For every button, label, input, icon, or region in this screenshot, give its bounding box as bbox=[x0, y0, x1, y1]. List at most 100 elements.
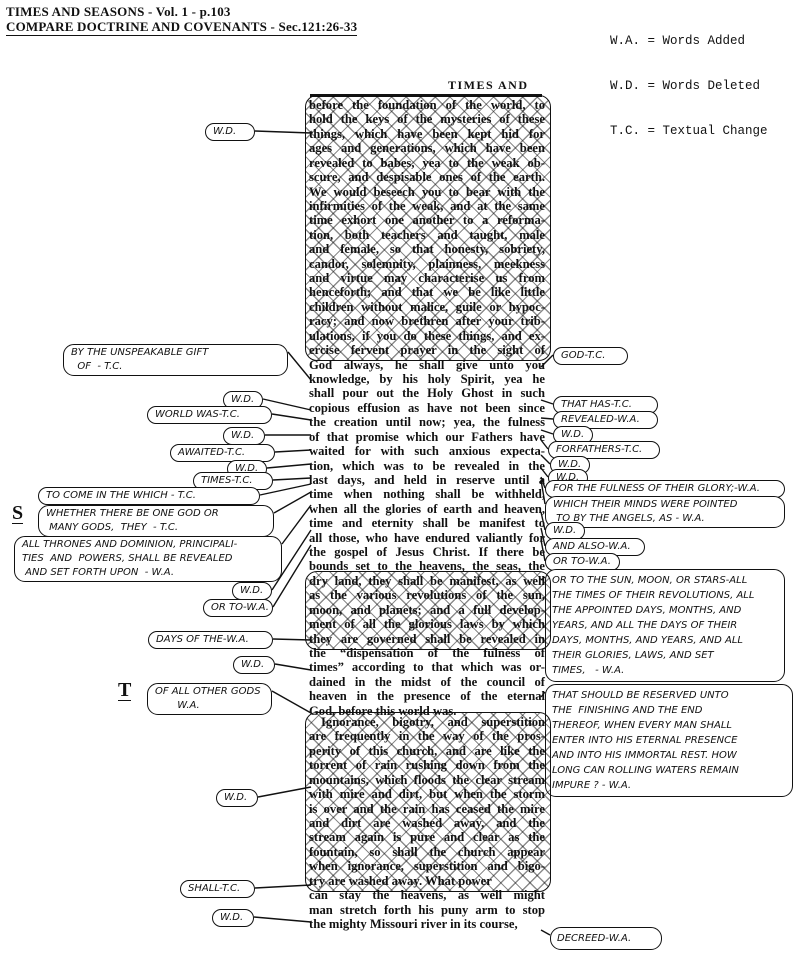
legend-item: T.C. = Textual Change bbox=[610, 124, 768, 138]
leader-line bbox=[540, 539, 546, 562]
text-line: and virtue may characterise us from bbox=[309, 271, 545, 286]
text-line: when ignorance, superstition and bigo- bbox=[309, 859, 545, 874]
annotation-bubble-left: W.D. bbox=[205, 123, 255, 141]
leader-line bbox=[262, 398, 312, 411]
annotation-bubble-left: OF ALL OTHER GODS W.A. bbox=[147, 683, 272, 715]
text-line: tion, which was to be revealed in the bbox=[309, 458, 545, 473]
text-line: ulations, if you do these things, and ex… bbox=[309, 328, 545, 343]
leader-line bbox=[254, 130, 312, 134]
annotation-bubble-left: TO COME IN THE WHICH - T.C. bbox=[38, 487, 260, 505]
margin-letter-t: T bbox=[118, 679, 132, 701]
text-line: as the various revolutions of the sun, bbox=[309, 588, 545, 603]
deleted-passage-crosshatch bbox=[305, 712, 551, 892]
text-line: henceforth; and that we be like little bbox=[309, 285, 545, 300]
text-line: and female, so that honesty, sobriety, bbox=[309, 242, 545, 257]
text-line: torrent of rain rushing down from the bbox=[309, 758, 545, 773]
text-line: are frequently in the way of the pros- bbox=[309, 729, 545, 744]
text-line: ment of all the glorious laws by which bbox=[309, 617, 545, 632]
leader-line bbox=[271, 690, 312, 714]
text-line: the mighty Missouri river in its course, bbox=[309, 916, 518, 931]
text-line: heaven in the presence of the eternal bbox=[309, 689, 545, 704]
leader-line bbox=[540, 354, 554, 368]
text-line: of that promise which our Fathers have bbox=[309, 429, 545, 444]
text-line: moon, and planets; and a full develop- bbox=[309, 602, 545, 617]
text-line: man stretch forth his puny arm to stop bbox=[309, 902, 545, 917]
text-line: tion, both teachers and taught, male bbox=[309, 227, 545, 242]
leader-line bbox=[540, 511, 546, 531]
text-line: dry land, they shall be manifest, as wel… bbox=[309, 573, 545, 588]
legend-item: W.A. = Words Added bbox=[610, 34, 746, 48]
text-line: fountain, so shall the church appear bbox=[309, 844, 545, 859]
text-line: last days, and held in reserve until a bbox=[309, 472, 545, 487]
header-title: TIMES AND SEASONS - Vol. 1 - p.103 bbox=[6, 4, 231, 19]
annotation-bubble-left: SHALL-T.C. bbox=[180, 880, 255, 898]
text-line: God always, he shall give unto you bbox=[309, 357, 545, 372]
text-line: scure, and despisable ones of the earth. bbox=[309, 170, 545, 185]
text-line: is over and the rain has ceased the mire bbox=[309, 801, 545, 816]
annotation-bubble-left: BY THE UNSPEAKABLE GIFT OF - T.C. bbox=[63, 344, 288, 376]
text-line: the creation until now; yea, the fulness bbox=[309, 415, 545, 430]
text-line: knowledge, by his holy Spirit, yea he bbox=[309, 371, 545, 386]
annotation-bubble-left: DAYS OF THE-W.A. bbox=[148, 631, 273, 649]
annotation-bubble-right: WHICH THEIR MINDS WERE POINTED TO BY THE… bbox=[545, 496, 785, 528]
annotation-bubble-left: OR TO-W.A. bbox=[203, 599, 273, 617]
legend-item: W.D. = Words Deleted bbox=[610, 79, 761, 93]
text-line: ercise fervent prayer in the sight of bbox=[309, 343, 545, 358]
annotation-bubble-left: W.D. bbox=[223, 427, 265, 445]
annotation-bubble-right: OR TO THE SUN, MOON, OR STARS-ALL THE TI… bbox=[545, 569, 785, 682]
leader-line bbox=[273, 491, 312, 514]
leader-line bbox=[274, 663, 312, 671]
text-line: revealed to babes, yea to the weak ob- bbox=[309, 155, 545, 170]
deleted-passage-crosshatch bbox=[305, 570, 551, 650]
leader-line bbox=[540, 429, 554, 435]
running-head: TIMES AND bbox=[448, 78, 529, 92]
leader-line bbox=[271, 413, 312, 421]
leader-line bbox=[540, 454, 551, 465]
text-line: hold the keys of the mysteries of these bbox=[309, 112, 545, 127]
leader-line bbox=[540, 929, 551, 936]
text-line: time when nothing shall be withheld, bbox=[309, 487, 545, 502]
leader-line bbox=[272, 544, 312, 608]
text-line: and dirt are washed away, and the bbox=[309, 816, 545, 830]
text-line: shall pour out the Holy Ghost in such bbox=[309, 386, 545, 401]
leader-line bbox=[254, 884, 312, 889]
margin-letter-s: S bbox=[12, 502, 24, 524]
leader-line bbox=[271, 529, 312, 591]
leader-line bbox=[540, 479, 546, 505]
document-header: TIMES AND SEASONS - Vol. 1 - p.103 COMPA… bbox=[6, 4, 358, 36]
leader-line bbox=[540, 439, 549, 450]
leader-line bbox=[257, 786, 312, 798]
leader-line bbox=[272, 477, 312, 481]
leader-line bbox=[266, 463, 312, 469]
leader-line bbox=[540, 691, 546, 698]
annotation-bubble-right: DECREED-W.A. bbox=[550, 927, 662, 950]
annotation-bubble-right: THAT SHOULD BE RESERVED UNTO THE FINISHI… bbox=[545, 684, 793, 797]
leader-line bbox=[540, 527, 546, 547]
annotation-bubble-left: WHETHER THERE BE ONE GOD OR MANY GODS, T… bbox=[38, 505, 274, 537]
text-line: ages and generations, which have been bbox=[309, 141, 545, 156]
text-line: perity of this church, and are like the bbox=[309, 743, 545, 758]
text-line: infirmities of the weak, and at the same bbox=[309, 198, 545, 213]
annotation-bubble-left: W.D. bbox=[233, 656, 275, 674]
text-line: time exhort one another to a reforma- bbox=[309, 213, 545, 228]
text-line: candor, solemnity, plainness, meekness bbox=[309, 256, 545, 271]
text-line: mountains, which floods the clear stream bbox=[309, 772, 545, 787]
text-line: Ignorance, bigotry, and superstition bbox=[321, 715, 545, 730]
text-line: can stay the heavens, as well might bbox=[309, 888, 545, 903]
leader-line bbox=[272, 638, 312, 641]
annotation-bubble-left: ALL THRONES AND DOMINION, PRINCIPALI- TI… bbox=[14, 536, 282, 582]
leader-line bbox=[540, 399, 554, 405]
text-line: they are governed shall be revealed in bbox=[309, 631, 545, 646]
leader-line bbox=[540, 476, 546, 489]
text-line: all those, who have endured valiantly fo… bbox=[309, 530, 545, 545]
text-line: things, which have been kept hid for bbox=[309, 126, 545, 141]
header-subtitle: COMPARE DOCTRINE AND COVENANTS - Sec.121… bbox=[6, 19, 358, 36]
annotation-bubble-left: W.D. bbox=[212, 909, 254, 927]
leader-line bbox=[540, 467, 549, 478]
annotation-bubble-left: WORLD WAS-T.C. bbox=[147, 406, 272, 424]
leader-line bbox=[274, 449, 312, 453]
leader-line bbox=[281, 504, 312, 545]
text-line: time and eternity shall be manifest to bbox=[309, 516, 545, 531]
text-line: God, before this world was. bbox=[309, 703, 457, 718]
leader-line bbox=[253, 916, 312, 923]
